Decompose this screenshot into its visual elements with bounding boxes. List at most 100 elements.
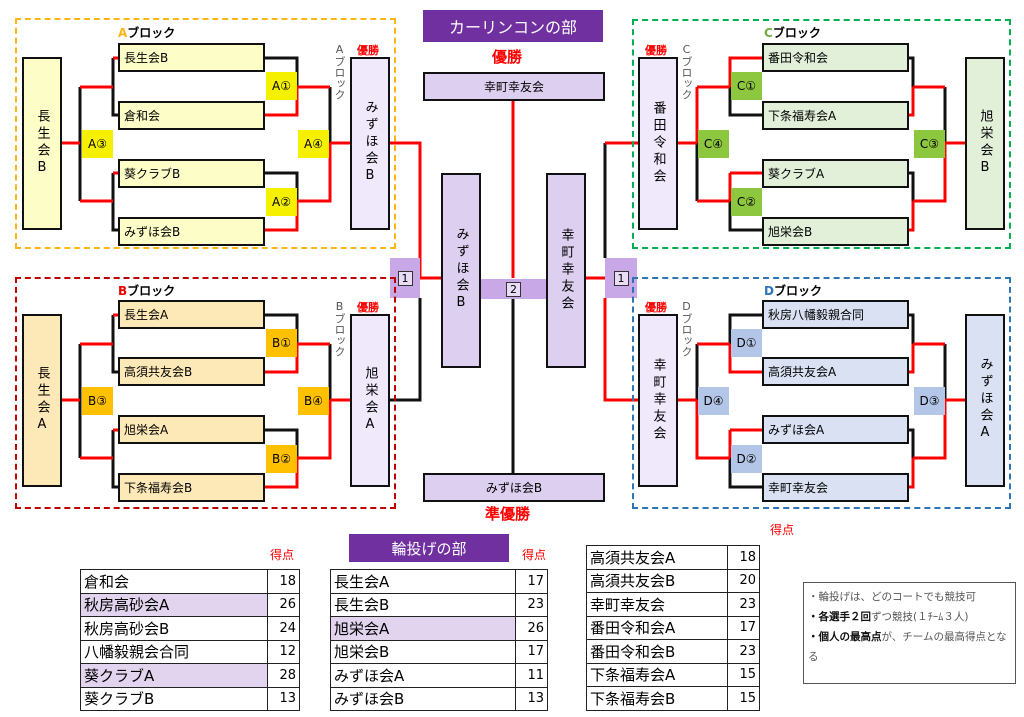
ring-toss-title: 輪投げの部 xyxy=(349,534,509,562)
team-score: 11 xyxy=(515,663,548,688)
match-b3: B③ xyxy=(82,387,113,415)
block-d-title: Dブロック xyxy=(764,284,822,298)
team-a3: 葵クラブB xyxy=(118,159,265,188)
block-d-side-label: Dブロック xyxy=(680,300,693,357)
team-name: 番田令和会B xyxy=(586,639,728,664)
block-d-right-box: みずほ会A xyxy=(965,314,1005,487)
team-d2: 高須共友会A xyxy=(762,357,909,386)
note-3: ・個人の最高点が、チームの最高得点となる xyxy=(808,631,1007,663)
final-court: 2 xyxy=(481,279,546,299)
final-left-team: みずほ会B xyxy=(441,173,481,368)
block-c-right-box: 旭栄会B xyxy=(965,57,1005,230)
team-score: 17 xyxy=(727,615,760,640)
team-name: 八幡毅親会合同 xyxy=(80,639,268,664)
note-1: ・輪投げは、どのコートでも競技可 xyxy=(808,591,976,603)
final-number: 2 xyxy=(506,281,521,297)
block-a-winner-box: みずほ会B xyxy=(350,57,390,230)
match-a3: A③ xyxy=(82,130,113,158)
block-b-side-label: Bブロック xyxy=(333,300,346,357)
block-b-left-box: 長生会A xyxy=(22,314,62,487)
score-label-3: 得点 xyxy=(770,523,795,537)
team-name: 秋房高砂会A xyxy=(80,592,268,617)
notes-box: ・輪投げは、どのコートでも競技可 ・各選手２回ずつ競技(１ﾁｰﾑ３人) ・個人の… xyxy=(803,582,1016,684)
team-score: 18 xyxy=(267,569,300,594)
block-a-left-box: 長生会B xyxy=(22,57,62,230)
team-name: 長生会A xyxy=(330,569,516,594)
team-b2: 高須共友会B xyxy=(118,357,265,386)
team-score: 23 xyxy=(727,639,760,664)
team-name: 幸町幸友会 xyxy=(586,592,728,617)
semifinal-right-number: 1 xyxy=(613,270,629,286)
team-score: 17 xyxy=(515,639,548,664)
team-d4: 幸町幸友会 xyxy=(762,473,909,502)
match-d3: D③ xyxy=(914,387,945,415)
team-a2: 倉和会 xyxy=(118,101,265,130)
champion-label: 優勝 xyxy=(492,48,523,66)
block-c-winner-label: 優勝 xyxy=(645,44,667,57)
match-b2: B② xyxy=(266,445,297,473)
match-c1: C① xyxy=(731,72,762,100)
team-name: 旭栄会B xyxy=(330,639,516,664)
match-c3: C③ xyxy=(914,130,945,158)
match-d4: D④ xyxy=(698,387,729,415)
runner-up-label: 準優勝 xyxy=(485,505,531,523)
team-b1: 長生会A xyxy=(118,300,265,329)
semifinal-right-court: 1 xyxy=(605,258,637,298)
team-name: 旭栄会A xyxy=(330,616,516,641)
team-score: 26 xyxy=(515,616,548,641)
score-label-1: 得点 xyxy=(270,548,295,562)
team-name: 葵クラブA xyxy=(80,663,268,688)
team-name: 高須共友会A xyxy=(586,545,728,570)
team-score: 24 xyxy=(267,616,300,641)
team-score: 28 xyxy=(267,663,300,688)
team-score: 15 xyxy=(727,686,760,711)
match-b1: B① xyxy=(266,329,297,357)
team-d1: 秋房八幡毅親合同 xyxy=(762,300,909,329)
block-c-side-label: Cブロック xyxy=(680,43,693,100)
match-c2: C② xyxy=(731,188,762,216)
block-d xyxy=(632,277,1011,509)
team-score: 20 xyxy=(727,568,760,593)
team-a4: みずほ会B xyxy=(118,217,265,246)
semifinal-left-number: 1 xyxy=(397,270,413,286)
match-d1: D① xyxy=(731,329,762,357)
score-label-2: 得点 xyxy=(522,548,547,562)
block-b-title: Bブロック xyxy=(118,284,176,298)
team-name: 葵クラブB xyxy=(80,686,268,711)
champion-box: 幸町幸友会 xyxy=(423,72,605,101)
team-c4: 旭栄会B xyxy=(762,217,909,246)
team-score: 17 xyxy=(515,569,548,594)
match-c4: C④ xyxy=(698,130,729,158)
block-d-winner-label: 優勝 xyxy=(645,301,667,314)
team-score: 13 xyxy=(515,686,548,711)
curling-title: カーリンコンの部 xyxy=(423,10,603,42)
block-a xyxy=(15,18,396,249)
block-b-winner-box: 旭栄会A xyxy=(350,314,390,487)
team-c3: 葵クラブA xyxy=(762,159,909,188)
team-b3: 旭栄会A xyxy=(118,415,265,444)
block-b-winner-label: 優勝 xyxy=(357,301,379,314)
team-name: 下条福寿会A xyxy=(586,662,728,687)
team-score: 15 xyxy=(727,662,760,687)
team-name: みずほ会B xyxy=(330,686,516,711)
block-a-winner-label: 優勝 xyxy=(357,44,379,57)
block-a-title: Aブロック xyxy=(118,26,176,40)
team-d3: みずほ会A xyxy=(762,415,909,444)
team-c1: 番田令和会 xyxy=(762,43,909,72)
